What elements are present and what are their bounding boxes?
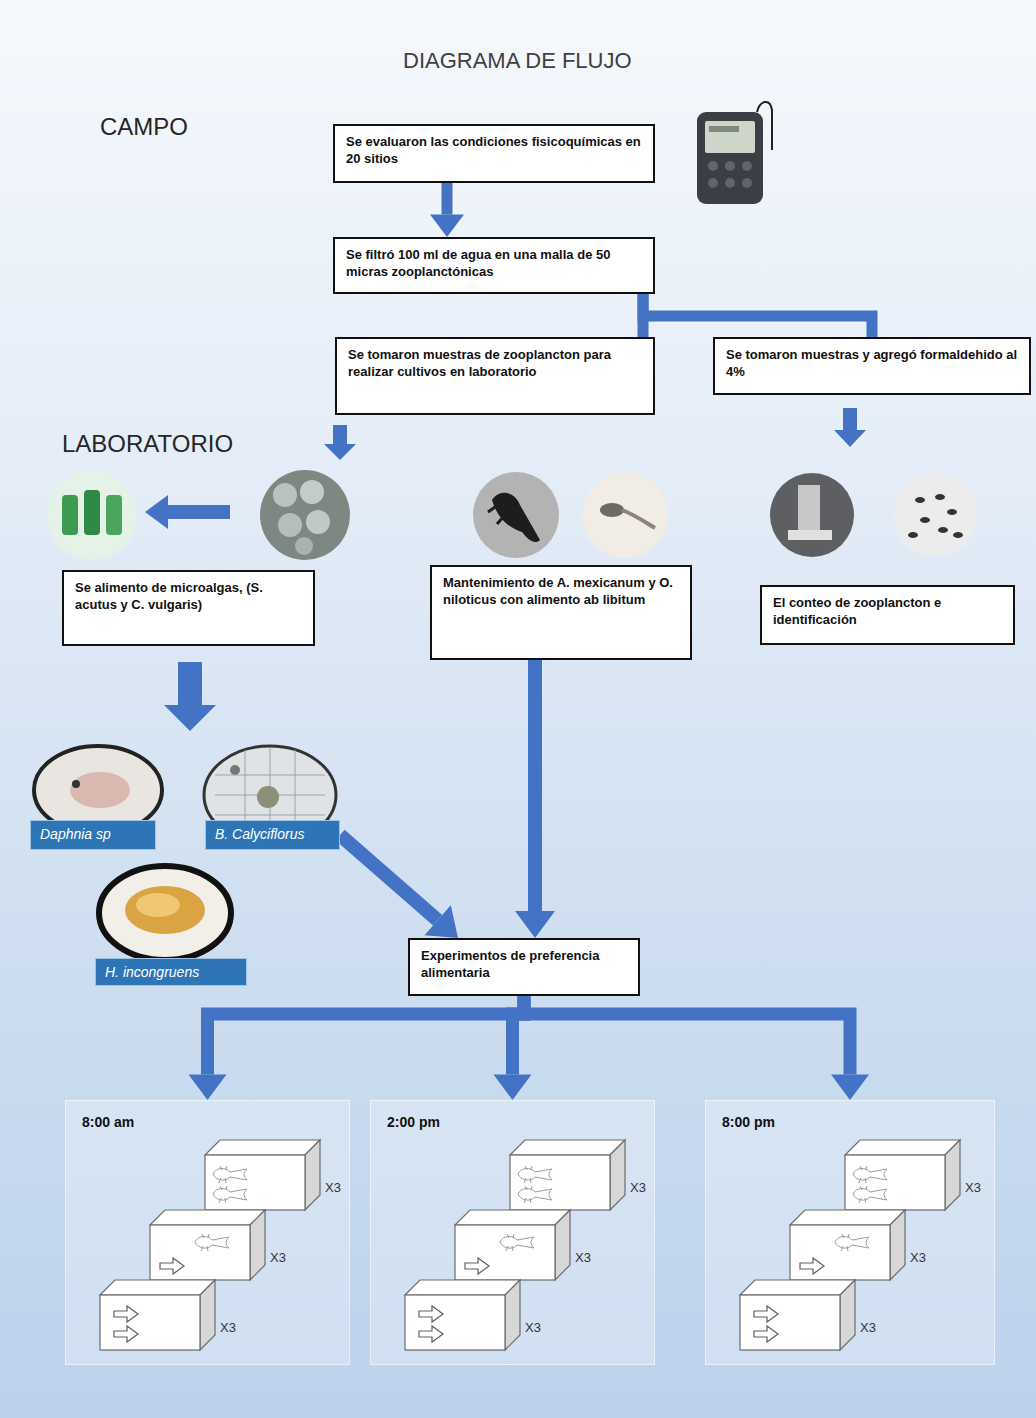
box-text: Se filtró 100 ml de agua en una malla de… — [346, 246, 642, 280]
process-box: Se tomaron muestras de zooplancton para … — [335, 337, 655, 415]
arrow-shaft — [442, 183, 453, 215]
box-text: Experimentos de preferencia alimentaria — [421, 947, 627, 981]
process-box: Se tomaron muestras y agregó formaldehid… — [713, 337, 1031, 395]
section-label: LABORATORIO — [62, 430, 233, 458]
flow-arrow — [324, 425, 356, 460]
microscope-photo — [770, 473, 854, 557]
replicate-count: X3 — [910, 1250, 926, 1265]
zooplankton-culture-photo — [260, 470, 350, 560]
ostracod-photo — [99, 866, 231, 960]
zooplankton-sample-photo — [893, 473, 977, 557]
time-panel: 2:00 pm — [370, 1100, 655, 1365]
process-box: El conteo de zooplancton e identificació… — [760, 585, 1015, 645]
flow-arrow — [643, 294, 872, 337]
flow-arrow — [340, 835, 458, 938]
time-panel: 8:00 pm — [705, 1100, 995, 1365]
box-text: Se tomaron muestras de zooplancton para … — [348, 346, 642, 380]
flow-arrow — [145, 495, 230, 529]
panel-heading: 2:00 pm — [387, 1113, 638, 1131]
box-text: Se tomaron muestras y agregó formaldehid… — [726, 346, 1018, 380]
replicate-count: X3 — [220, 1320, 236, 1335]
tilapia-larva-photo — [582, 472, 668, 558]
algae-culture-photo — [47, 470, 137, 560]
arrow-shaft — [340, 835, 438, 920]
box-text: Se alimento de microalgas, (S. acutus y … — [75, 579, 302, 613]
arrow-head — [189, 1075, 227, 1101]
section-label: CAMPO — [100, 113, 188, 141]
process-box: Se filtró 100 ml de agua en una malla de… — [333, 237, 655, 294]
axolotl-photo — [473, 472, 559, 558]
arrow-head — [430, 215, 464, 238]
arrow-head — [494, 1075, 532, 1101]
box-text: Se evaluaron las condiciones fisicoquími… — [346, 133, 642, 167]
time-panel: 8:00 am — [65, 1100, 350, 1365]
arrow-head — [515, 911, 555, 938]
process-box: Experimentos de preferencia alimentaria — [408, 938, 640, 996]
flow-arrow — [164, 662, 216, 731]
arrow-shaft — [208, 996, 525, 1075]
replicate-count: X3 — [270, 1250, 286, 1265]
panel-heading: 8:00 pm — [722, 1113, 978, 1131]
flow-arrow — [430, 183, 464, 237]
species-tag: Daphnia sp — [30, 820, 156, 850]
species-tag: H. incongruens — [95, 958, 247, 986]
flow-arrow — [515, 660, 555, 938]
flow-arrow — [834, 408, 866, 447]
diagram-title: DIAGRAMA DE FLUJO — [403, 48, 632, 74]
process-box: Mantenimiento de A. mexicanum y O. nilot… — [430, 565, 692, 660]
replicate-count: X3 — [965, 1180, 981, 1195]
ph-meter — [697, 102, 772, 204]
arrow-head — [425, 905, 458, 938]
replicate-count: X3 — [325, 1180, 341, 1195]
replicate-count: X3 — [630, 1180, 646, 1195]
flow-arrow — [524, 996, 869, 1100]
flow-arrow — [189, 996, 525, 1100]
species-name: B. Calyciflorus — [215, 825, 330, 843]
replicate-count: X3 — [860, 1320, 876, 1335]
arrow-head — [831, 1075, 869, 1101]
replicate-count: X3 — [525, 1320, 541, 1335]
process-box: Se alimento de microalgas, (S. acutus y … — [62, 570, 315, 646]
arrow-shaft — [524, 996, 850, 1075]
replicate-count: X3 — [575, 1250, 591, 1265]
species-name: Daphnia sp — [40, 825, 146, 843]
arrow-shaft — [528, 660, 542, 911]
box-text: El conteo de zooplancton e identificació… — [773, 594, 1002, 628]
arrow-shaft — [643, 294, 872, 337]
panel-heading: 8:00 am — [82, 1113, 333, 1131]
species-name: H. incongruens — [105, 963, 237, 981]
species-tag: B. Calyciflorus — [205, 820, 340, 850]
process-box: Se evaluaron las condiciones fisicoquími… — [333, 124, 655, 183]
box-text: Mantenimiento de A. mexicanum y O. nilot… — [443, 574, 679, 608]
